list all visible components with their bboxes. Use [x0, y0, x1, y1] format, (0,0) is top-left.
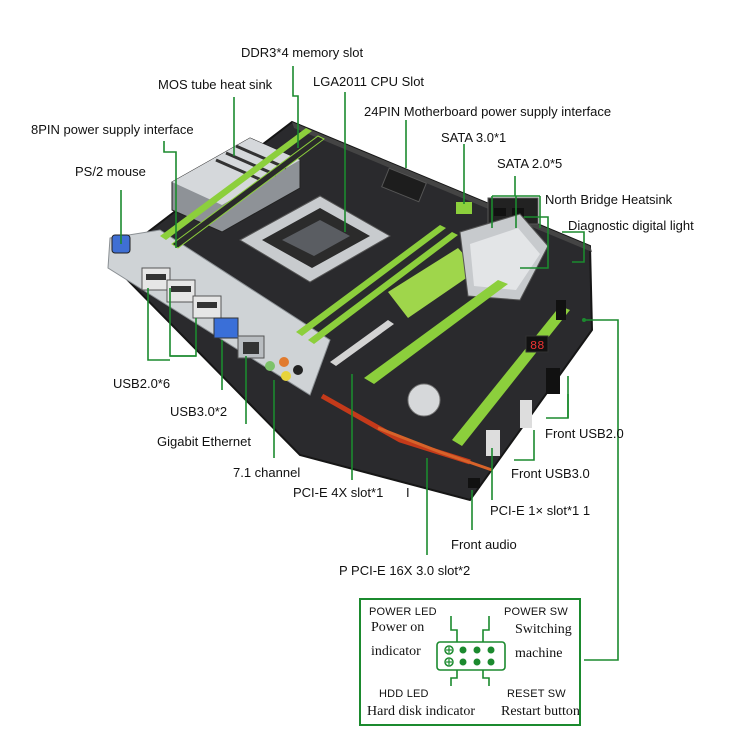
usb3-port: [213, 317, 239, 339]
leader-lines: [120, 66, 619, 661]
label-power-on: Power on: [371, 620, 425, 635]
label-hard-disk-indicator: Hard disk indicator: [367, 704, 476, 719]
label-ddr3-memory-slot: DDR3*4 memory slot: [241, 45, 364, 60]
diagnostic-code: 88: [530, 339, 544, 353]
pci-bridge-area: [388, 248, 478, 318]
audio-jack: [265, 361, 275, 371]
label-diagnostic-light: Diagnostic digital light: [568, 218, 694, 233]
label-machine: machine: [515, 646, 563, 661]
pcie4x-slot: [330, 320, 394, 366]
label-restart-button: Restart button: [501, 704, 580, 719]
label-sata2: SATA 2.0*5: [497, 156, 563, 171]
label-front-usb2: Front USB2.0: [545, 426, 624, 441]
label-ps2-mouse: PS/2 mouse: [75, 164, 146, 179]
front-usb3-header: [520, 400, 532, 428]
label-8pin: 8PIN power supply interface: [31, 122, 194, 137]
label-power-led: POWER LED: [369, 606, 437, 618]
cmos-battery: [407, 383, 441, 417]
label-pcie-16x: P PCI-E 16X 3.0 slot*2: [339, 563, 471, 578]
label-reset-sw: RESET SW: [507, 688, 566, 700]
label-indicator: indicator: [371, 644, 421, 659]
label-usb2: USB2.0*6: [113, 376, 171, 391]
label-cpu-slot: LGA2011 CPU Slot: [313, 74, 425, 89]
label-sata3: SATA 3.0*1: [441, 130, 507, 145]
24pin-connector: [381, 167, 427, 203]
sata3-port: [456, 202, 472, 214]
diagnostic-digital-light: [525, 335, 549, 353]
ddr3-slots: [160, 128, 458, 344]
label-pcie-4x-mark: I: [406, 485, 410, 500]
front-panel-legend: POWER LED POWER SW Power on indicator Sw…: [359, 598, 581, 726]
label-24pin: 24PIN Motherboard power supply interface: [364, 104, 612, 119]
label-front-usb3: Front USB3.0: [511, 466, 590, 481]
label-hdd-led: HDD LED: [379, 688, 429, 700]
label-front-audio: Front audio: [451, 537, 517, 552]
label-pcie-4x: PCI-E 4X slot*1: [293, 485, 384, 500]
cpu-socket: [238, 195, 392, 283]
front-audio-header: [468, 478, 480, 488]
pcie1x-slot: [486, 430, 500, 456]
label-switching: Switching: [515, 622, 572, 637]
label-7-1-channel: 7.1 channel: [233, 465, 301, 480]
pin-header: [444, 645, 495, 667]
label-pcie-1x: PCI-E 1× slot*1 1: [490, 503, 591, 518]
label-gigabit-ethernet: Gigabit Ethernet: [157, 434, 251, 449]
pcie16x-slot-1: [364, 280, 508, 384]
label-mos-heatsink: MOS tube heat sink: [158, 77, 273, 92]
label-power-sw: POWER SW: [504, 606, 568, 618]
label-northbridge: North Bridge Heatsink: [545, 192, 673, 207]
label-usb3: USB3.0*2: [170, 404, 228, 419]
front-usb2-header: [546, 368, 560, 394]
